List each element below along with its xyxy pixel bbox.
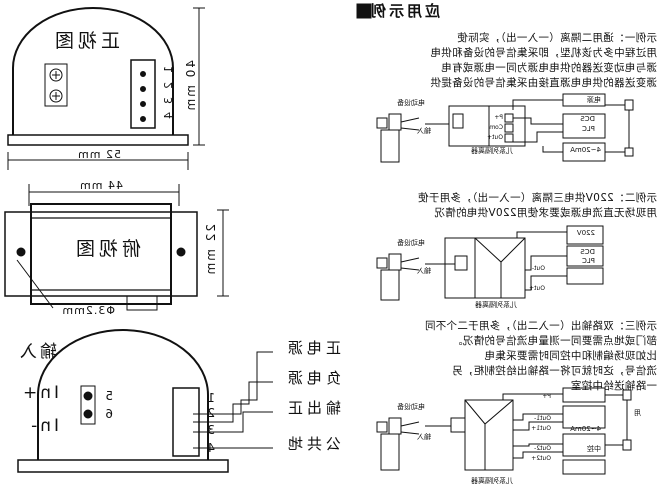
mount-hole-icon xyxy=(176,247,186,257)
front-pin-label: 1 xyxy=(162,66,175,73)
ex3-input-label: 输入 xyxy=(417,433,431,441)
depth-dimension-line xyxy=(217,209,229,297)
ex3-terminal-label: Out1+ xyxy=(531,425,551,432)
ex1-terminal-label: P+ xyxy=(494,114,503,121)
example2-line: 示例二：220V供电三隔离（一入一出），多用于使 xyxy=(417,192,657,204)
pinout-pin-number: 3 xyxy=(207,423,215,437)
hole-leader-line xyxy=(16,259,54,309)
ex1-power-label: 电源 xyxy=(587,96,601,104)
example1-description: 示例一：通用二隔离（一入一出），实际使 用过程中多为该机型，即采集信号的设备和供… xyxy=(430,30,657,90)
title-marker xyxy=(356,3,372,19)
ex2-plc-label: PLC xyxy=(581,257,595,265)
example3-line: 流信号，这时就可将一路输出给控制柜，另 xyxy=(451,365,657,377)
ex3-terminal-label: Out1- xyxy=(534,415,551,422)
example1-wiring xyxy=(376,93,634,163)
ex1-dcs-label: DCS xyxy=(580,115,595,123)
ex2-mains-label: 220V xyxy=(576,229,595,237)
example1-line: 示例一：通用二隔离（一入一出），实际使 xyxy=(457,32,657,44)
in-minus-label: In- xyxy=(28,416,59,436)
ex3-terminal-label: Out2+ xyxy=(531,455,551,462)
front-pin-label: 2 xyxy=(162,82,175,89)
height-dimension-line xyxy=(193,7,205,146)
inner-width-dimension-line xyxy=(28,184,180,206)
example3-line: 一路输送给中控室 xyxy=(570,380,657,392)
ex2-terminal-label: Out- xyxy=(531,265,545,272)
ex1-terminal-label: Com xyxy=(489,124,503,131)
example3-line: 部门或地点需要同一测量电流信号的情况。 xyxy=(451,335,657,347)
in-plus-label: In+ xyxy=(19,383,59,403)
pinout-label-pin2: 负电源 xyxy=(283,369,341,387)
mount-hole-icon xyxy=(16,247,26,257)
ex3-isolator-label: 儿系列隔离器 xyxy=(471,477,513,485)
pinout-label-pin1: 正电源 xyxy=(283,339,341,357)
ex2-isolator-label: 儿系列隔离器 xyxy=(475,301,517,309)
example3-line: 比如现场编制和中控同时需要采集电 xyxy=(484,350,657,362)
ex2-terminal-label: Out+ xyxy=(529,285,545,292)
front-pin-dot xyxy=(140,86,146,92)
pinout-pin-number: 1 xyxy=(207,391,215,405)
example2-line: 用现场无直流电源或要求使用220V供电的情况 xyxy=(434,207,657,219)
front-pin-dot xyxy=(140,101,146,107)
ex3-control-room-label: 中控 xyxy=(587,445,601,453)
pinout-pin-number: 2 xyxy=(207,406,215,420)
top-view-label: 俯视图 xyxy=(71,238,141,260)
front-view-label: 正视图 xyxy=(50,30,120,52)
height-dimension: 40 mm xyxy=(184,60,198,113)
hole-dimension: Φ3.2mm xyxy=(61,304,115,317)
front-view-enclosure xyxy=(7,7,189,146)
example2-description: 示例二：220V供电三隔离（一入一出），多用于使 用现场无直流电源或要求使用22… xyxy=(418,190,657,220)
pinout-input-title: 输入 xyxy=(17,342,57,362)
ex3-current-label: 4~20mA xyxy=(570,425,601,433)
ex2-dcs-label: DCS xyxy=(580,248,595,256)
ex1-plc-label: PLC xyxy=(581,125,595,133)
ex2-input-label: 输入 xyxy=(417,267,431,275)
ex2-field-device-label: 电动设备 xyxy=(397,239,425,247)
example1-line: 用过程中多为该机型，即采集信号的设备和供电 xyxy=(430,47,657,59)
pinout-label-pin3: 输出正 xyxy=(283,399,341,417)
pinout-enclosure xyxy=(17,329,229,473)
pinout-input-terminal xyxy=(80,385,96,425)
width-dimension: 52 mm xyxy=(77,148,121,161)
ex3-terminal-label: P+ xyxy=(542,393,551,400)
ex1-isolator-label: 儿系列隔离器 xyxy=(471,147,513,155)
example1-line: 源与电动变送器的供电电源为同一电源或有电 xyxy=(441,62,657,74)
example3-wiring xyxy=(376,387,632,475)
front-screw-icon xyxy=(49,68,63,82)
leader-line-pin2 xyxy=(193,381,273,423)
in-plus-dot xyxy=(83,391,93,401)
example3-line: 示例三：双路输出（一入二出），多用于二个不同 xyxy=(424,320,657,332)
pinout-input-pin-number: 6 xyxy=(105,407,113,421)
ex1-input-label: 输入 xyxy=(417,127,431,135)
in-minus-dot xyxy=(83,409,93,419)
ex3-field-device-label: 电动设备 xyxy=(397,403,425,411)
example1-line: 源变送器的供电电源直接由采集信号的设备提供 xyxy=(430,77,657,89)
inner-width-dimension: 44 mm xyxy=(79,179,123,192)
leader-line-pin3 xyxy=(193,411,273,433)
front-pin-label: 4 xyxy=(162,112,175,119)
ex1-terminal-label: Out+ xyxy=(487,134,503,141)
top-view-connector xyxy=(126,295,158,311)
front-pin-dot xyxy=(140,116,146,122)
front-pin-label: 3 xyxy=(162,97,175,104)
top-view-base-plate xyxy=(4,211,198,297)
depth-dimension: 22 mm xyxy=(204,224,218,277)
front-screw-icon xyxy=(49,89,63,103)
pinout-pin-number: 4 xyxy=(207,441,215,455)
ex3-usage-label: 用 xyxy=(634,409,641,417)
front-terminal-block xyxy=(130,59,156,129)
width-dimension-line xyxy=(7,152,189,170)
pinout-input-pin-number: 5 xyxy=(105,389,113,403)
ex1-current-label: 4~20mA xyxy=(570,146,601,154)
ex3-terminal-label: Out2- xyxy=(534,445,551,452)
front-input-terminal xyxy=(44,63,68,107)
top-view-body xyxy=(30,203,172,305)
application-title: 应用示例 xyxy=(367,2,440,20)
example2-wiring xyxy=(376,225,604,301)
example3-description: 示例三：双路输出（一入二出），多用于二个不同 部门或地点需要同一测量电流信号的情… xyxy=(425,318,657,393)
pinout-label-pin4: 公共地 xyxy=(283,435,341,453)
front-pin-dot xyxy=(140,71,146,77)
ex1-field-device-label: 电动设备 xyxy=(397,99,425,107)
